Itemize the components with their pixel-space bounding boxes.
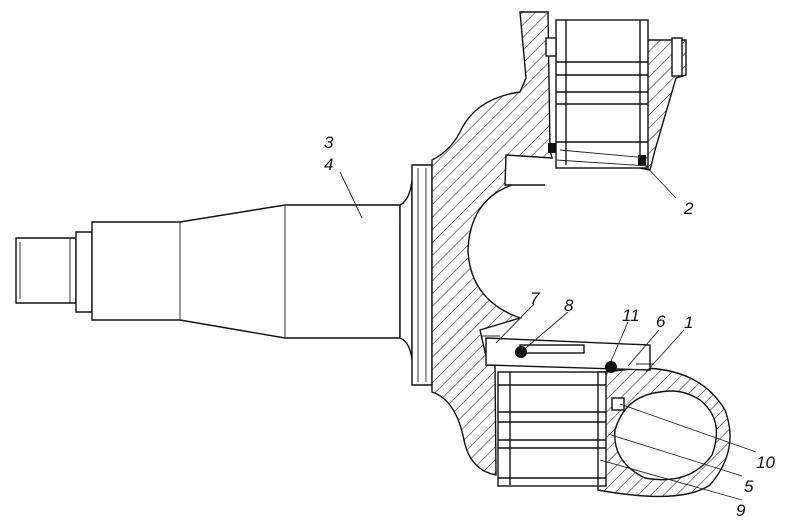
upper-kingpin-bearing [545,19,683,169]
leader-8 [520,311,569,353]
callout-7: 7 [530,289,540,308]
callout-5: 5 [744,477,754,496]
leader-9 [599,459,743,501]
callout-9: 9 [736,501,746,520]
spindle-shaft [15,164,433,386]
callout-4: 4 [324,155,333,174]
callout-6: 6 [656,312,666,331]
leader-3-4 [339,171,363,219]
leader-6 [627,329,660,367]
leader-1 [645,329,685,373]
callout-11: 11 [622,306,640,325]
leader-lines [339,159,757,501]
callout-1: 1 [684,313,693,332]
leader-5 [607,433,743,477]
lower-kingpin-bearing [482,335,654,487]
leader-10 [619,403,757,453]
callout-8: 8 [564,296,574,315]
callout-2: 2 [683,199,694,218]
leader-7 [495,303,535,344]
leader-2 [639,159,677,199]
leader-11 [610,321,629,362]
callout-3: 3 [324,133,334,152]
callout-labels: 2 3 4 7 8 11 6 1 10 5 9 [324,133,775,520]
callout-10: 10 [756,453,775,472]
